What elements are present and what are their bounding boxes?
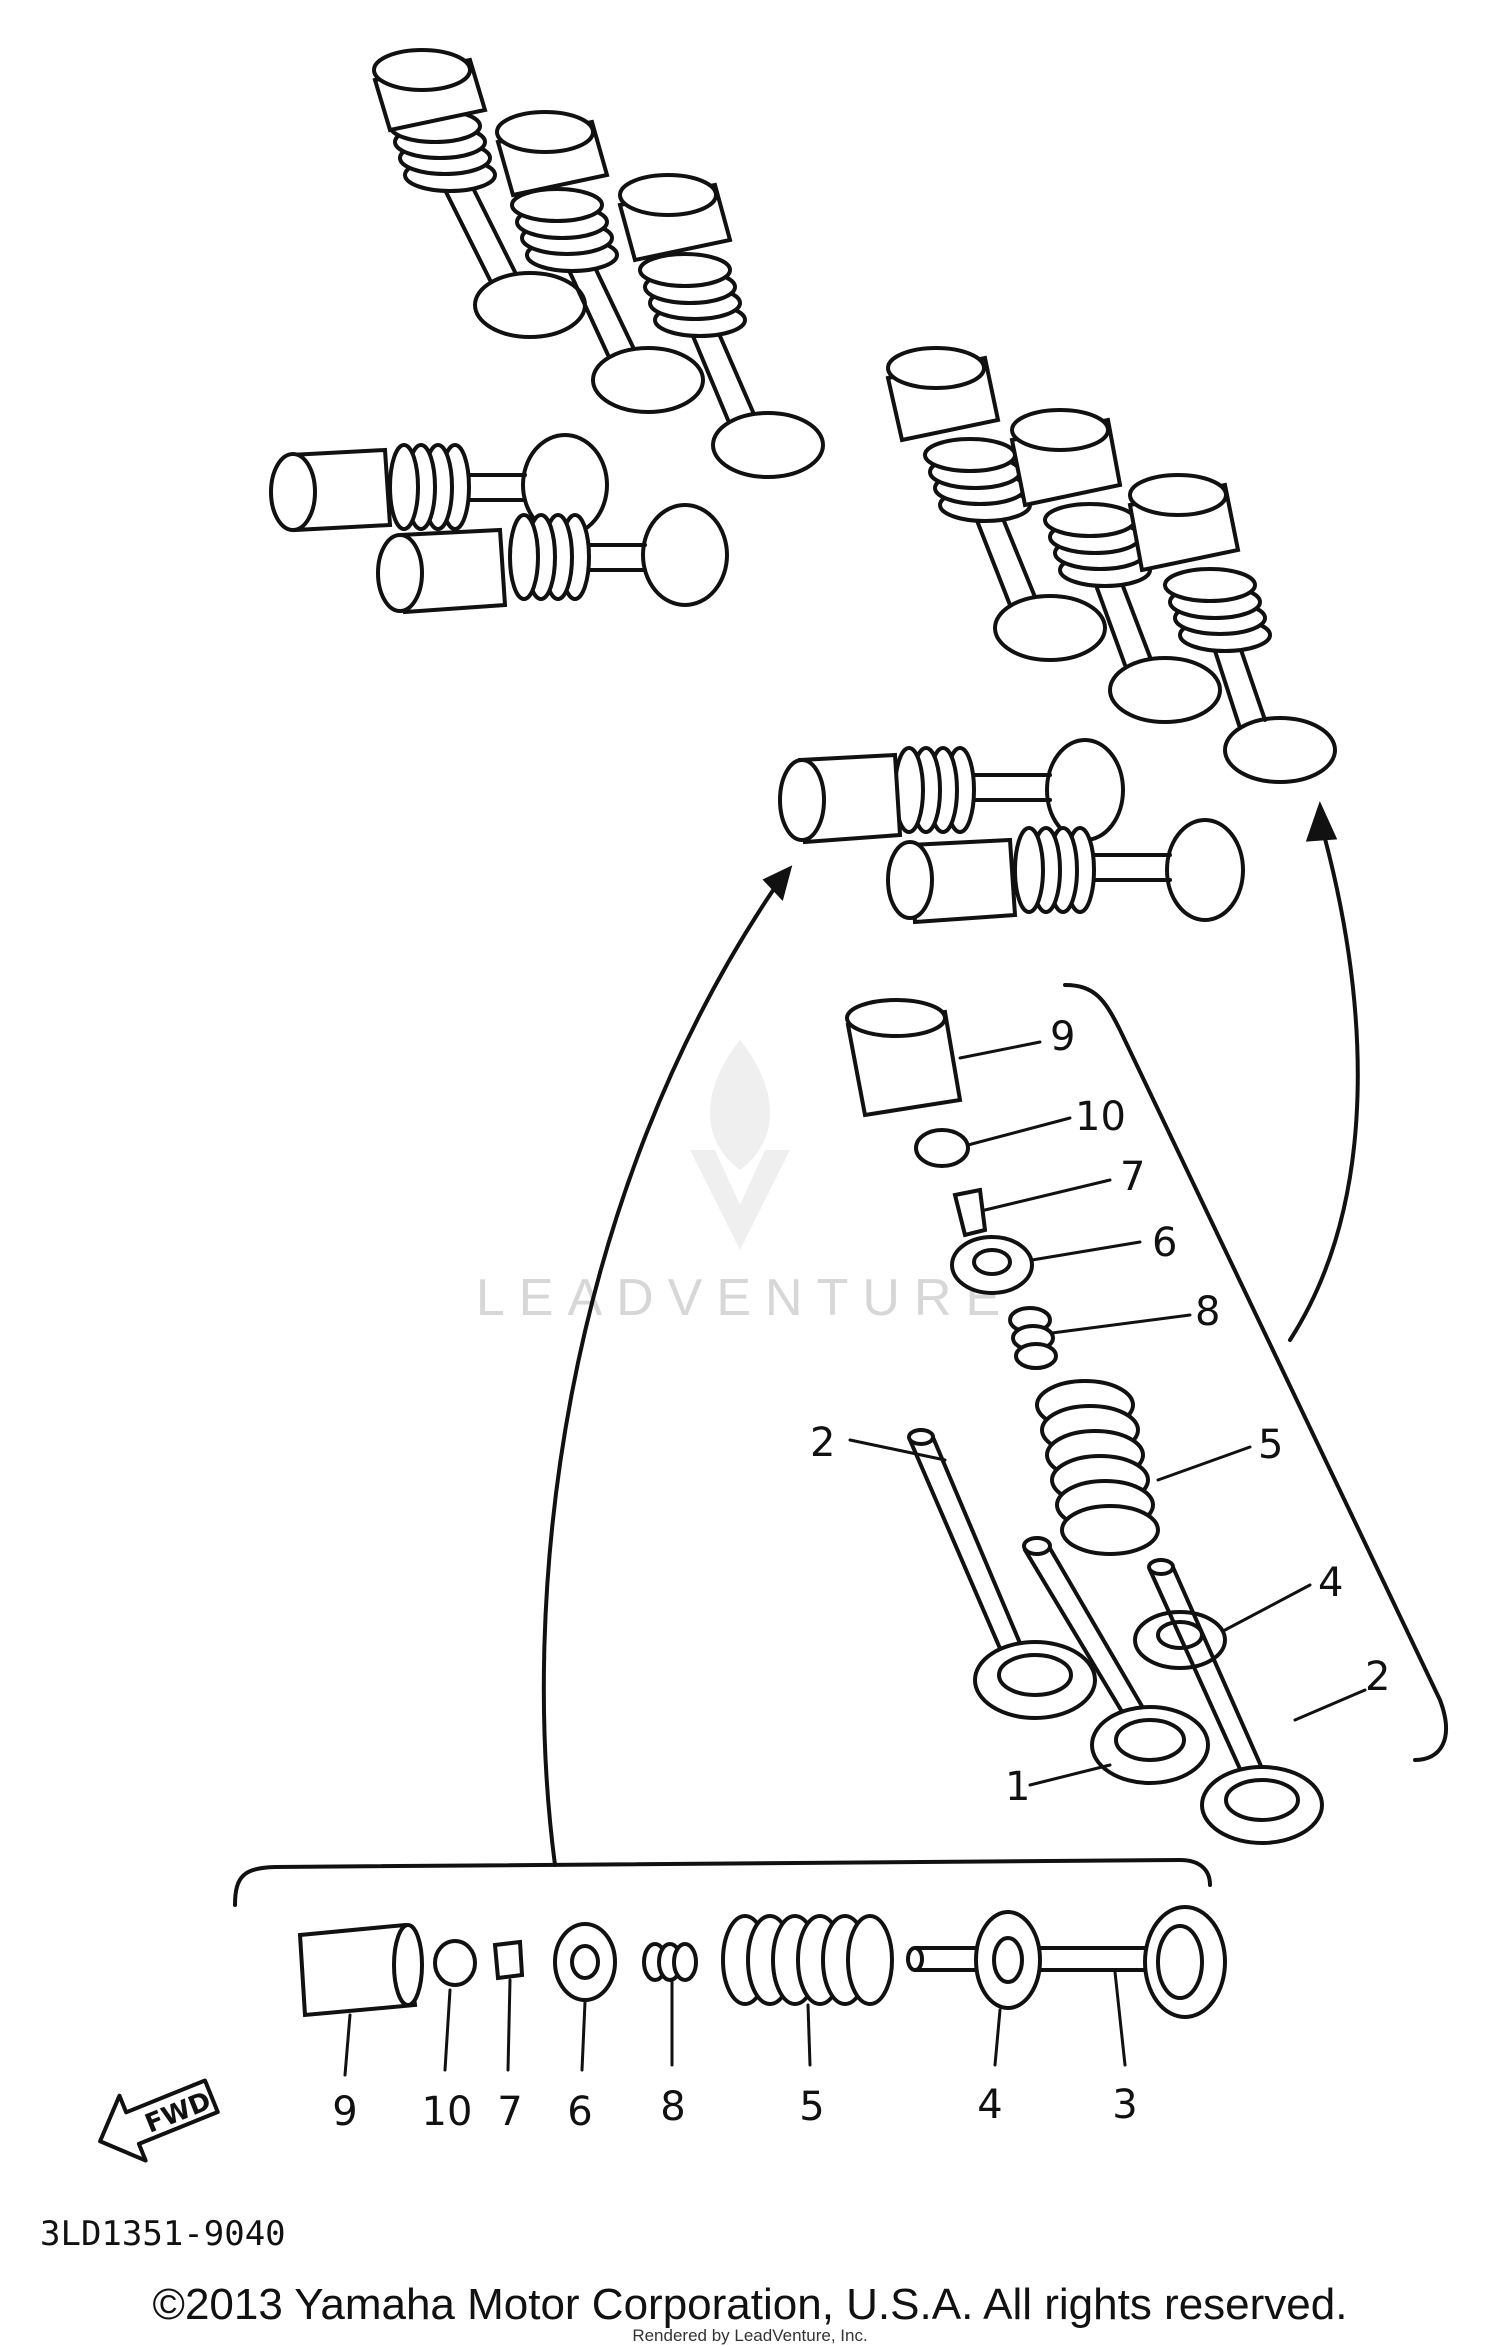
shim-part (914, 1128, 970, 1168)
callout-6-exploded: 6 (1152, 1220, 1177, 1266)
bottom-spring (721, 1914, 894, 2006)
callout-7-exploded: 7 (1120, 1154, 1145, 1200)
watermark-logo (690, 1040, 790, 1250)
callout-10-exploded: 10 (1075, 1094, 1126, 1140)
render-note: Rendered by LeadVenture, Inc. (632, 2326, 868, 2345)
callout-1: 1 (1005, 1764, 1030, 1810)
valve-group-top-left (372, 48, 825, 479)
arrow-right-curve (1288, 818, 1360, 1342)
callout-4-bottom: 4 (977, 2082, 1002, 2128)
callout-7-bottom: 7 (497, 2089, 522, 2135)
callout-3-bottom: 3 (1112, 2082, 1137, 2128)
callout-6-bottom: 6 (567, 2089, 592, 2135)
center-valve-part (1022, 1536, 1210, 1785)
assembly-arrows (541, 800, 1360, 1867)
stem-seal-part (1008, 1306, 1058, 1370)
leader-lines-bottom (343, 1970, 1127, 2077)
bottom-tappet (297, 1922, 418, 2018)
assembly-bracket (1063, 983, 1448, 1762)
valve-group-top-right (885, 346, 1337, 784)
bottom-bracket (233, 1858, 1212, 1907)
part-code: 3LD1351-9040 (40, 2214, 286, 2254)
leader-lines-exploded (848, 1040, 1367, 1787)
cotter-part (952, 1187, 988, 1238)
callout-10-bottom: 10 (422, 2089, 473, 2135)
callout-8-exploded: 8 (1195, 1289, 1220, 1335)
callout-9-exploded: 9 (1050, 1014, 1075, 1060)
callout-5-exploded: 5 (1258, 1422, 1283, 1468)
exhaust-valve-part (1147, 1558, 1324, 1845)
bottom-shim (433, 1939, 477, 1987)
intake-valve-part (907, 1428, 1097, 1720)
bottom-cotter (492, 1939, 525, 1981)
bottom-assembly (233, 1858, 1227, 2019)
callout-9-bottom: 9 (332, 2089, 357, 2135)
arrow-left-curve (541, 878, 782, 1867)
valve-group-mid-right (778, 738, 1245, 925)
callout-2-left: 2 (810, 1420, 835, 1466)
callout-2-right: 2 (1365, 1654, 1390, 1700)
watermark-text: LEADVENTURE (476, 1269, 1014, 1327)
copyright-text: ©2013 Yamaha Motor Corporation, U.S.A. A… (152, 2280, 1348, 2329)
callout-5-bottom: 5 (799, 2084, 824, 2130)
valve-group-mid-left (269, 433, 729, 615)
exploded-valve-assembly (845, 983, 1448, 1845)
callout-8-bottom: 8 (660, 2084, 685, 2130)
bottom-stem-seal (642, 1942, 698, 1982)
callout-4-exploded: 4 (1318, 1560, 1343, 1606)
fwd-arrow-icon: FWD (98, 2078, 220, 2163)
spring-part (1035, 1379, 1160, 1556)
